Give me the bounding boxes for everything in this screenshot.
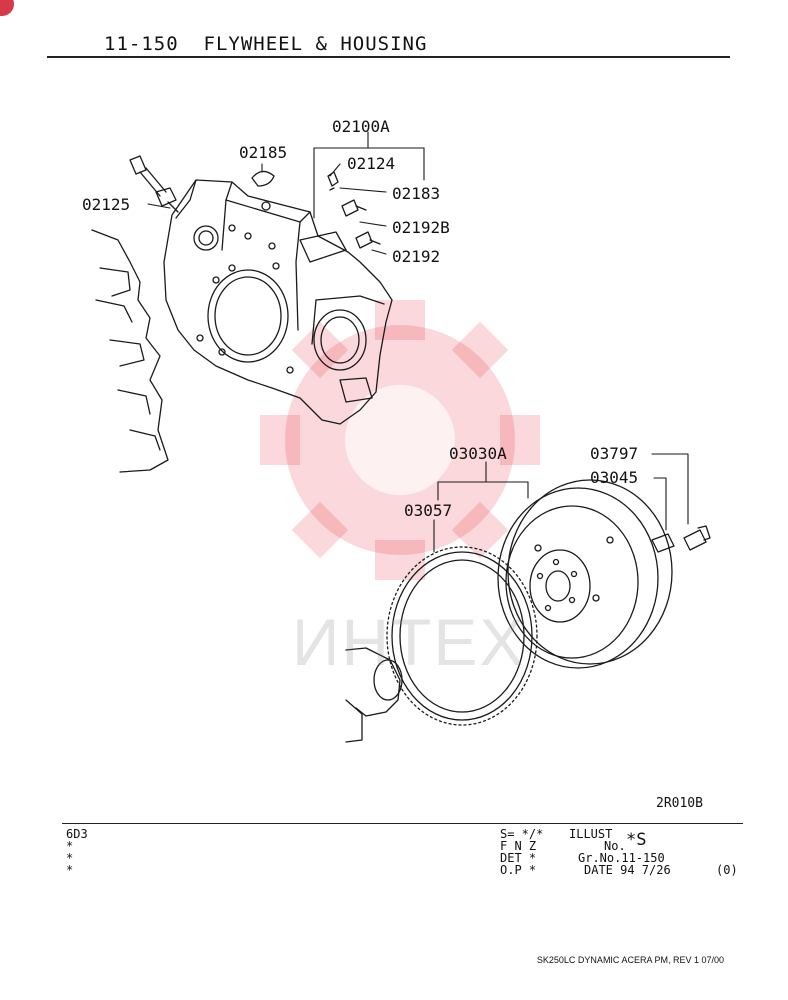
header-rule [47,56,730,58]
callout-02124: 02124 [347,154,396,173]
fnz-field: F N Z [500,839,537,853]
flywheel-housing [163,179,393,425]
det-field: DET * [500,851,537,865]
engine-block-outline [91,229,169,473]
callout-03797: 03797 [590,444,639,463]
info-left-line-4: * [66,863,74,877]
callout-02192: 02192 [392,247,441,266]
part-03057-ring-gear [386,546,538,726]
info-left-line-3: * [66,851,74,865]
info-rule [62,823,743,824]
callout-03045: 03045 [590,468,639,487]
page-title: 11-150 FLYWHEEL & HOUSING [104,33,427,55]
part-02185-cover [251,170,275,187]
callout-03057: 03057 [404,501,453,520]
s-field: S= */* [500,827,544,841]
group-number: Gr.No.11-150 [578,851,665,865]
callout-02125: 02125 [82,195,131,214]
info-left-line-2: * [66,839,74,853]
illustration-code: 2R010B [656,796,703,811]
housing-leader-lines [147,131,425,255]
revision-field: (0) [716,863,738,877]
footer-caption: SK250LC DYNAMIC ACERA PM, REV 1 07/00 [536,955,724,965]
callout-02100A: 02100A [332,117,390,136]
part-02192-bolt [355,231,381,249]
op-field: O.P * [500,863,537,877]
section-title: FLYWHEEL & HOUSING [203,33,428,55]
model-code: 6D3 [66,827,88,841]
callout-02192B: 02192B [392,218,450,237]
part-02192B-bolt [341,199,367,217]
date-field: DATE 94 7/26 [584,863,671,877]
part-03045-plate [651,533,675,553]
illust-no-label: No. [604,839,626,853]
illust-label: ILLUST [569,827,613,841]
section-number: 11-150 [104,33,179,55]
callout-03030A: 03030A [449,444,507,463]
part-03797-bolt [683,525,711,551]
corner-badge [0,0,14,16]
part-03030A-flywheel [497,479,673,669]
crankshaft-end [345,647,403,743]
callout-02185: 02185 [239,143,288,162]
flywheel-leader-lines [433,453,689,553]
part-02183-bolt [327,171,339,191]
part-02125-sensor [129,155,179,213]
illust-no-value: *S [626,830,647,850]
callout-02183: 02183 [392,184,441,203]
watermark-text: ИНТЕХ [292,605,526,679]
